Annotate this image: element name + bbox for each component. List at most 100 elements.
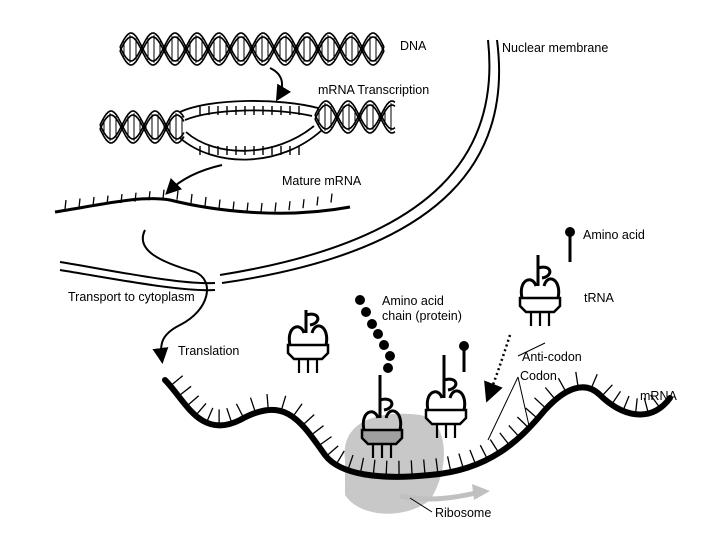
label-mature-mrna: Mature mRNA (282, 174, 362, 188)
helix-strand (314, 104, 396, 134)
amino-acid-bead (355, 295, 365, 305)
mrna-base (232, 201, 235, 211)
trna-loop (384, 409, 403, 431)
amino-acid-chain (355, 227, 575, 373)
ribosome-arrow (399, 489, 481, 502)
mrna-base (78, 198, 81, 208)
label-codon: Codon (520, 369, 557, 383)
label-anti-codon: Anti-codon (522, 350, 582, 364)
mrna-base (435, 458, 439, 475)
mrna-base (106, 195, 109, 205)
mrna-base (148, 191, 151, 201)
label-nuclear-membrane: Nuclear membrane (502, 41, 608, 55)
label-ribosome: Ribosome (435, 506, 491, 520)
mrna-base (516, 416, 530, 429)
mrna-base (446, 456, 452, 473)
mrna-base (310, 425, 324, 436)
mrna-base (226, 407, 233, 424)
mrna-base (235, 403, 245, 419)
mrna-base (204, 196, 207, 207)
transcription-bubble (179, 100, 323, 161)
ribosome-arrow-head (472, 484, 490, 500)
amino-acid-bead (373, 329, 383, 339)
label-mrna-transcription: mRNA Transcription (318, 83, 429, 97)
mrna-base (246, 202, 249, 212)
mrna-base (634, 398, 638, 415)
trna-body (518, 296, 562, 314)
mrna-base (190, 193, 193, 204)
mrna-base (205, 407, 214, 423)
trna-molecule (518, 255, 562, 326)
trna-body (286, 343, 330, 361)
mrna-base (186, 395, 200, 407)
mrna-base (330, 193, 333, 203)
trna-loop (519, 278, 538, 299)
trna-loop (287, 325, 306, 346)
mrna-base (423, 459, 426, 476)
mrna-base (195, 402, 207, 417)
helix-strand (119, 32, 385, 62)
mrna-base (622, 395, 630, 412)
helix-strand (119, 36, 385, 66)
mrna-base (611, 390, 622, 405)
mrna-base (92, 196, 95, 207)
amino-acid-bead (379, 340, 389, 350)
mrna-base (372, 459, 376, 476)
mrna-base (508, 424, 520, 438)
mrna-base (176, 190, 179, 200)
mrna-base (534, 397, 547, 410)
amino-acid-bead (383, 363, 393, 373)
helix-strand (314, 100, 396, 130)
mrna-base (335, 450, 345, 466)
trna-molecule (286, 310, 330, 373)
mrna-base (601, 384, 613, 397)
nuclear-membrane (59, 39, 501, 292)
leader-lines (409, 342, 546, 513)
mrna-base (650, 394, 661, 409)
trna-molecules (286, 255, 562, 458)
mature-mrna-strand (54, 189, 351, 215)
transport-arrow (142, 229, 208, 364)
label-trna: tRNA (584, 291, 615, 305)
helix-strand (99, 110, 185, 140)
label-dna: DNA (400, 39, 427, 53)
mrna-base (302, 199, 305, 209)
mrna-base (525, 407, 539, 420)
trna-body (424, 408, 468, 426)
mrna-base (325, 445, 339, 457)
trna-molecule (424, 355, 468, 438)
mrna-base (280, 395, 287, 412)
mrna-base (316, 196, 319, 206)
label-translation: Translation (178, 344, 239, 358)
mrna-base (120, 194, 123, 204)
mrna-base (169, 375, 184, 387)
mrna-base (410, 460, 413, 477)
label-amino-acid: Amino acid (583, 228, 645, 242)
mrna-base (292, 403, 303, 418)
mrna-base (458, 453, 465, 470)
mrna-base (178, 385, 192, 397)
trna-loop (425, 390, 444, 411)
trna-molecule (360, 375, 404, 458)
transcription-bubble-bases (199, 106, 300, 155)
dna-helix (119, 32, 385, 66)
mrna-base (64, 199, 67, 210)
mrna-base (544, 387, 556, 401)
mrna-base (499, 432, 511, 446)
mrna-base (301, 414, 315, 426)
mrna-base (347, 454, 354, 471)
mrna-base (359, 457, 365, 474)
transcription-to-mature-arrow (165, 164, 223, 195)
amino-acid-bead (361, 307, 371, 317)
helix-strand (99, 114, 185, 144)
mrna-base (260, 202, 263, 213)
mrna-base (162, 189, 165, 199)
trna-loop (361, 410, 380, 431)
trna-loop (448, 389, 467, 411)
mrna-base (385, 460, 388, 477)
mrna-base (575, 371, 579, 388)
trna-loop (305, 312, 320, 327)
trna-loop (542, 277, 561, 299)
trna-loop (537, 265, 552, 280)
amino-acid-bead (367, 319, 377, 329)
